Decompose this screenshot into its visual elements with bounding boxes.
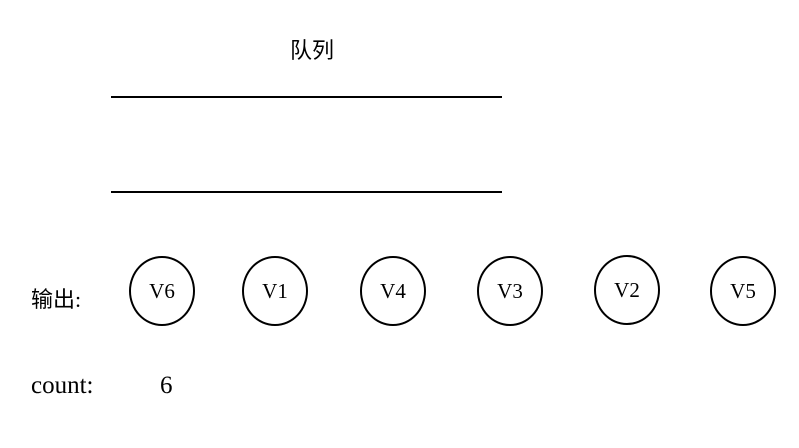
queue-bottom-border [111, 191, 502, 193]
count-label: count: [31, 372, 94, 399]
output-node: V2 [594, 255, 660, 325]
output-node: V3 [477, 256, 543, 326]
output-node: V1 [242, 256, 308, 326]
output-node: V5 [710, 256, 776, 326]
queue-title: 队列 [289, 38, 334, 63]
output-label: 输出: [31, 287, 82, 312]
output-node: V4 [360, 256, 426, 326]
output-node: V6 [129, 256, 195, 326]
count-value: 6 [160, 372, 173, 399]
queue-top-border [111, 96, 502, 98]
